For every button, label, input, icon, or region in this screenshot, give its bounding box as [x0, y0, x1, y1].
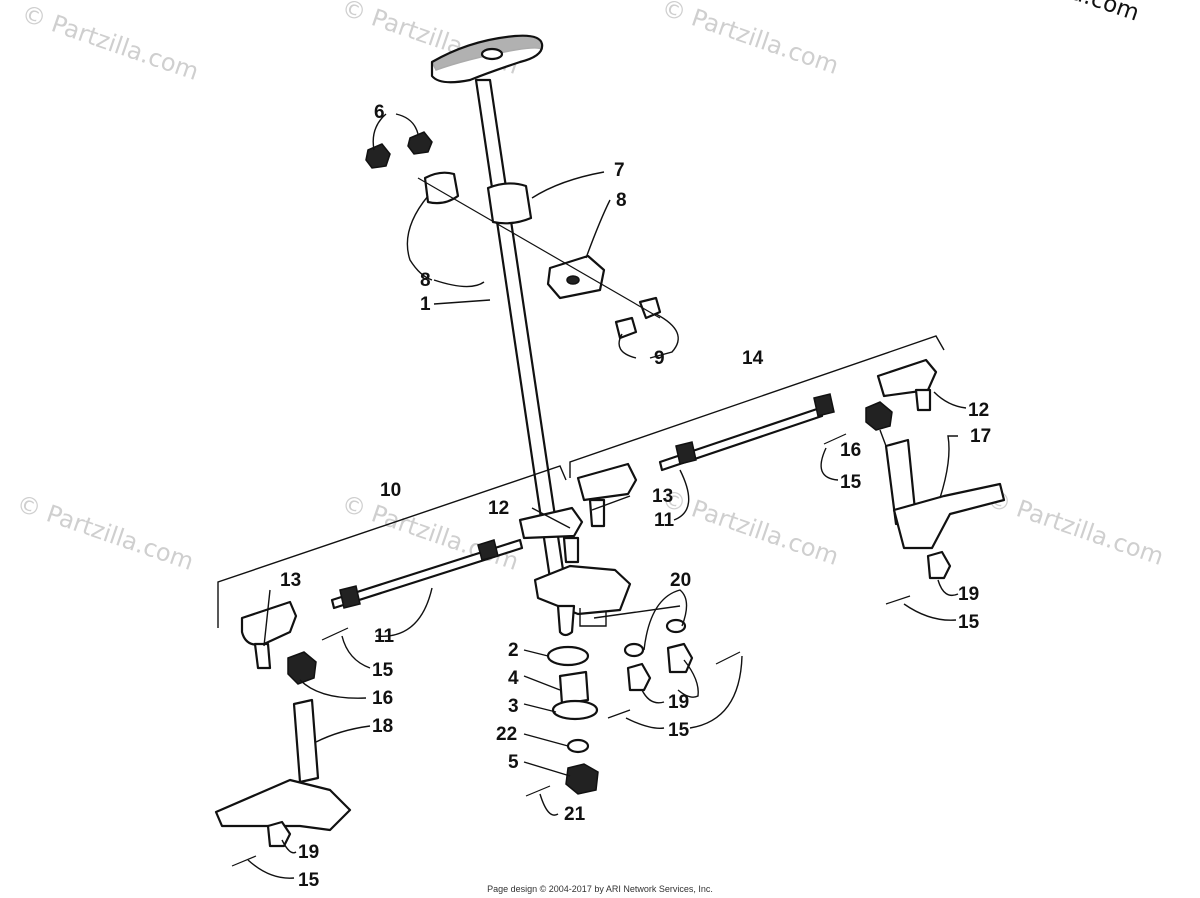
callout-1: 1	[420, 294, 431, 315]
watermark: © Partzilla.com	[658, 0, 842, 80]
cotter-pins	[231, 433, 911, 867]
callouts: 1 2 3 4 5 6 7 8 8 9 10 11 11 12 12 13 13…	[280, 102, 991, 891]
callout-17: 17	[970, 426, 991, 447]
callout-15-center: 15	[668, 720, 690, 741]
callout-11-left: 11	[374, 626, 395, 647]
tie-rods	[330, 393, 835, 610]
callout-13-left: 13	[280, 570, 301, 591]
spindles	[214, 438, 1006, 832]
callout-18: 18	[372, 716, 393, 737]
callout-20: 20	[670, 570, 691, 591]
callout-22: 22	[496, 724, 517, 745]
callout-9: 9	[654, 348, 665, 369]
callout-10: 10	[380, 480, 401, 501]
hardware	[266, 401, 952, 848]
leader-lines	[247, 113, 967, 879]
watermark: © Partzilla.com	[13, 489, 197, 576]
callout-16-right: 16	[840, 440, 861, 461]
callout-6: 6	[374, 102, 385, 123]
page-footer: Page design © 2004-2017 by ARI Network S…	[487, 884, 713, 894]
clamp-parts	[365, 131, 662, 340]
callout-4: 4	[508, 668, 519, 689]
callout-14: 14	[742, 348, 764, 369]
callout-19-center: 19	[668, 692, 689, 713]
tie-rod-ends	[240, 358, 938, 670]
callout-7: 7	[614, 160, 625, 181]
callout-8-upper: 8	[616, 190, 627, 211]
callout-3: 3	[508, 696, 519, 717]
watermark: © Partzilla.com	[658, 484, 842, 571]
callout-11-right: 11	[654, 510, 675, 531]
callout-15-left: 15	[372, 660, 394, 681]
callout-5: 5	[508, 752, 519, 773]
callout-19-right: 19	[958, 584, 979, 605]
callout-2: 2	[508, 640, 519, 661]
callout-15-right-upper: 15	[840, 472, 862, 493]
callout-8-lower: 8	[420, 270, 431, 291]
watermark: © Partzilla.com	[18, 0, 202, 86]
callout-19-left: 19	[298, 842, 319, 863]
watermark: © Partzilla.com	[983, 484, 1167, 571]
callout-12-center: 12	[488, 498, 509, 519]
assembly-brackets	[217, 335, 945, 628]
callout-16-left: 16	[372, 688, 393, 709]
callout-15-right-lower: 15	[958, 612, 980, 633]
callout-13-center: 13	[652, 486, 673, 507]
callout-15-bottom: 15	[298, 870, 320, 891]
callout-12-right: 12	[968, 400, 989, 421]
callout-21: 21	[564, 804, 586, 825]
steering-post	[430, 34, 632, 637]
